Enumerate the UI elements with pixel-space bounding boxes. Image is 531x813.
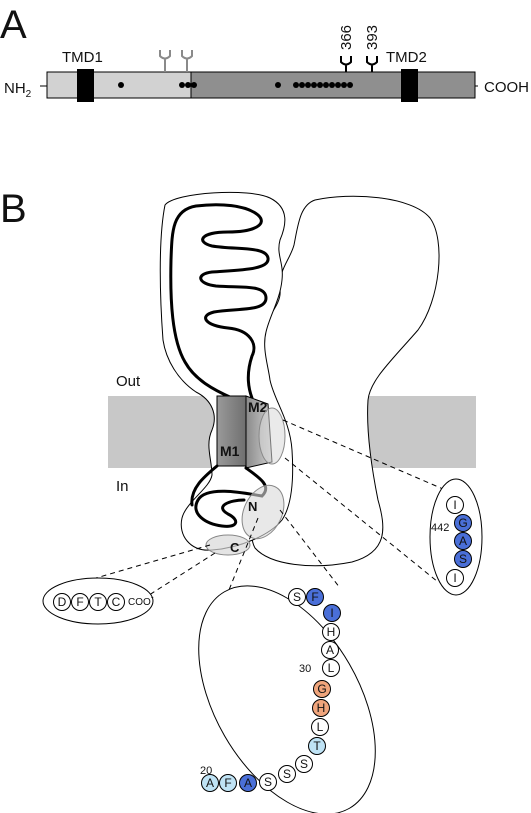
n-inset-residue: F xyxy=(306,588,324,606)
svg-text:F: F xyxy=(76,595,83,609)
svg-text:I: I xyxy=(330,606,333,620)
svg-text:H: H xyxy=(317,701,326,715)
tmd2-block xyxy=(401,69,418,102)
svg-text:F: F xyxy=(224,776,231,790)
n-inset-number-30: 30 xyxy=(299,663,311,675)
svg-text:S: S xyxy=(283,767,291,781)
n-inset-residue: F xyxy=(219,774,237,792)
n-inset-number-20: 20 xyxy=(200,765,212,777)
n-inset-residue: L xyxy=(322,659,340,677)
svg-text:S: S xyxy=(300,757,308,771)
glyco-site-icon xyxy=(159,50,193,72)
n-inset-residue: S xyxy=(295,755,313,773)
n-inset-residue: A xyxy=(201,774,219,792)
svg-text:G: G xyxy=(458,516,467,530)
n-terminus-label: NH2 xyxy=(4,80,32,100)
svg-text:I: I xyxy=(453,498,456,512)
svg-text:A: A xyxy=(459,534,467,548)
n-inset-residue: H xyxy=(312,699,330,717)
n-inset-residue: S xyxy=(259,773,277,791)
c-tail-residue: C xyxy=(107,593,125,611)
n-terminus-highlight xyxy=(241,484,285,540)
svg-text:C: C xyxy=(112,595,121,609)
svg-text:D: D xyxy=(58,595,67,609)
tmd1-block xyxy=(77,69,94,102)
n-inset-residue: L xyxy=(311,718,329,736)
panel-b: B Out In M1 M2 N C xyxy=(0,187,483,813)
svg-text:F: F xyxy=(311,590,318,604)
glyco-site-icon xyxy=(340,56,378,72)
svg-text:A: A xyxy=(206,776,214,790)
svg-text:A: A xyxy=(244,776,252,790)
m2-inset-residue: I xyxy=(446,496,464,514)
svg-text:A: A xyxy=(326,643,334,657)
panel-b-letter: B xyxy=(0,187,27,231)
residue-dots xyxy=(118,82,353,88)
tmd2-label: TMD2 xyxy=(386,49,427,66)
n-inset-residue: T xyxy=(308,737,326,755)
svg-text:I: I xyxy=(453,571,456,585)
svg-text:L: L xyxy=(328,661,335,675)
panel-a: A NH2 COOH TMD1 TMD2 xyxy=(0,3,529,102)
c-label: C xyxy=(230,540,240,555)
c-tail-suffix: COO- xyxy=(128,592,154,608)
panel-a-letter: A xyxy=(0,3,27,47)
out-label: Out xyxy=(116,373,141,390)
n-inset-residue: A xyxy=(239,774,257,792)
svg-text:H: H xyxy=(327,625,336,639)
n-inset-residue: S xyxy=(288,588,306,606)
m2-highlight xyxy=(258,407,286,465)
m2-inset-residue: G xyxy=(454,514,472,532)
c-terminus-highlight xyxy=(205,534,251,556)
n-inset-residue: A xyxy=(321,641,339,659)
n-inset-residue: I xyxy=(323,604,341,622)
svg-text:G: G xyxy=(317,682,326,696)
n-label: N xyxy=(248,499,257,514)
c-terminus-label: COOH xyxy=(484,79,529,96)
m2-label: M2 xyxy=(248,399,268,415)
svg-text:S: S xyxy=(459,552,467,566)
glyco-label-366: 366 xyxy=(338,25,355,50)
c-tail-residue: F xyxy=(71,593,89,611)
tmd1-label: TMD1 xyxy=(62,49,103,66)
glyco-label-393: 393 xyxy=(364,25,381,50)
m1-label: M1 xyxy=(220,443,240,459)
ecd-chain xyxy=(169,203,270,400)
svg-text:T: T xyxy=(94,595,102,609)
m2-inset-residue: S xyxy=(454,550,472,568)
c-tail-residue: D xyxy=(53,593,71,611)
c-tail-residue: T xyxy=(89,593,107,611)
n-inset-residue: G xyxy=(313,680,331,698)
n-inset-residue: H xyxy=(322,623,340,641)
m2-inset-residue: A xyxy=(454,532,472,550)
m2-inset-number: 442 xyxy=(431,522,449,534)
svg-text:S: S xyxy=(293,590,301,604)
n-inset-residue: S xyxy=(278,765,296,783)
svg-text:S: S xyxy=(264,775,272,789)
svg-text:T: T xyxy=(313,739,321,753)
m2-inset-residue: I xyxy=(446,569,464,587)
in-label: In xyxy=(116,478,129,495)
right-subunit-outline xyxy=(251,195,440,567)
svg-text:L: L xyxy=(317,720,324,734)
